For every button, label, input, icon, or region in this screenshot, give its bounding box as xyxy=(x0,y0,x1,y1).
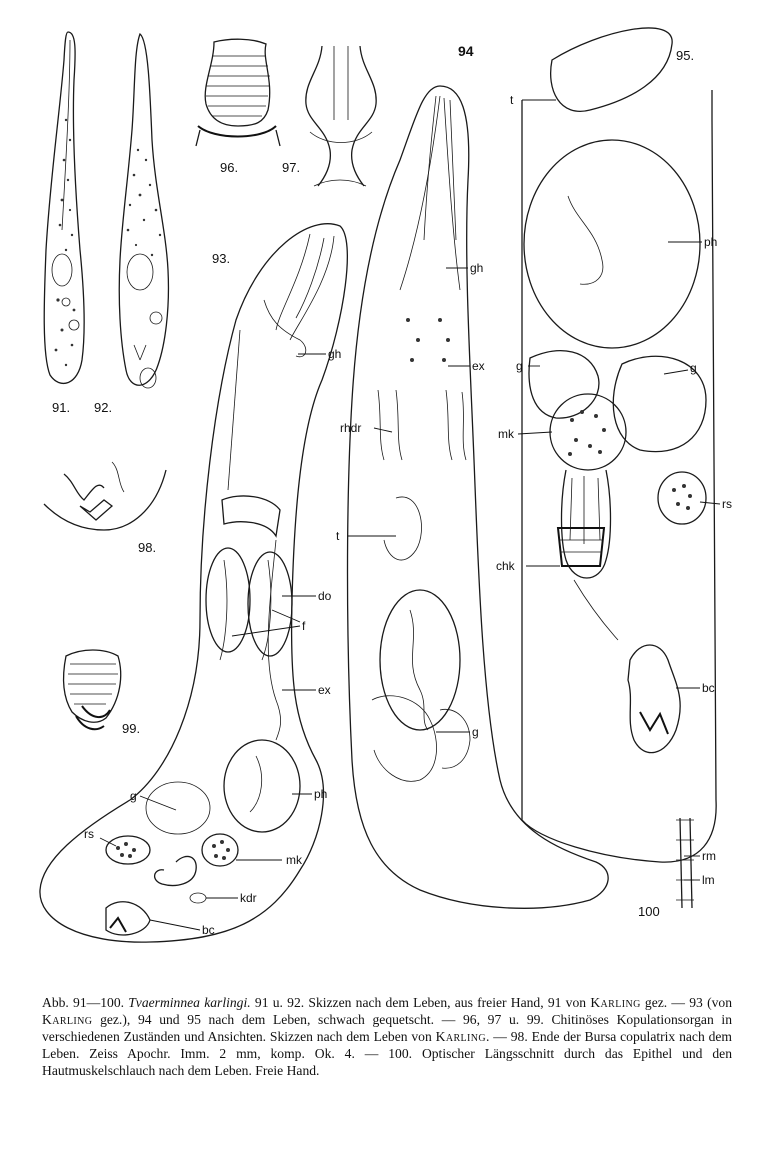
label-95-mk: mk xyxy=(498,427,515,441)
label-93-ph: ph xyxy=(314,787,327,801)
label-93-do: do xyxy=(318,589,332,603)
caption-author-3: Karling xyxy=(435,1029,487,1044)
figure-number-99: 99. xyxy=(122,721,140,736)
caption-author-2: Karling xyxy=(42,1012,93,1027)
label-95-rs: rs xyxy=(722,497,732,511)
figure-number-96: 96. xyxy=(220,160,238,175)
figure-plate: 91. 92. 93. 94 95. 96. 97. 98. 99. 100 g… xyxy=(39,27,732,943)
label-95-ph: ph xyxy=(704,235,717,249)
figure-caption: Abb. 91—100. Tvaerminnea karlingi. 91 u.… xyxy=(42,994,732,1079)
label-94-t: t xyxy=(336,529,340,543)
figure-94-drawing xyxy=(346,85,609,909)
label-95-g-right: g xyxy=(690,361,697,375)
figure-100-drawing xyxy=(676,817,694,909)
label-95-t: t xyxy=(510,93,514,107)
label-94-g: g xyxy=(472,725,479,739)
caption-author-1: Karling xyxy=(590,995,641,1010)
caption-text-3: gez.), 94 und 95 nach dem Leben, schwach… xyxy=(42,1012,732,1044)
figure-number-98: 98. xyxy=(138,540,156,555)
label-93-bc: bc xyxy=(202,923,215,937)
label-93-gh: gh xyxy=(328,347,341,361)
figure-98-drawing xyxy=(43,461,167,531)
figure-number-97: 97. xyxy=(282,160,300,175)
caption-text-2: gez. — 93 (von xyxy=(640,995,732,1010)
figure-96-drawing xyxy=(195,38,281,147)
label-93-rs: rs xyxy=(84,827,94,841)
label-93-g: g xyxy=(130,789,137,803)
figure-number-95: 95. xyxy=(676,48,694,63)
leader-lines xyxy=(99,99,721,931)
caption-text-4: . — 98. Ende der Bursa copulatrix nach d… xyxy=(42,1029,732,1078)
figure-99-drawing xyxy=(62,649,122,731)
figure-97-drawing xyxy=(305,45,377,187)
label-95-chk: chk xyxy=(496,559,516,573)
label-100-lm: lm xyxy=(702,873,715,887)
figure-95-drawing xyxy=(521,27,717,863)
label-93-kdr: kdr xyxy=(240,891,257,905)
figure-92-drawing xyxy=(118,32,170,389)
figure-91-drawing xyxy=(43,31,85,385)
caption-text-1: 91 u. 92. Skizzen nach dem Leben, aus fr… xyxy=(250,995,591,1010)
label-100-rm: rm xyxy=(702,849,716,863)
label-93-rhdr: rhdr xyxy=(340,421,361,435)
figure-93-drawing xyxy=(39,223,348,943)
figure-number-100: 100 xyxy=(638,904,660,919)
label-93-f: f xyxy=(302,619,306,633)
label-93-mk: mk xyxy=(286,853,303,867)
label-95-bc: bc xyxy=(702,681,715,695)
figure-number-93: 93. xyxy=(212,251,230,266)
figure-number-94: 94 xyxy=(458,43,474,59)
label-95-g-left: g xyxy=(516,359,523,373)
label-94-ex: ex xyxy=(472,359,485,373)
label-93-ex: ex xyxy=(318,683,331,697)
caption-species-name: Tvaerminnea karlingi. xyxy=(128,995,251,1010)
label-94-gh: gh xyxy=(470,261,483,275)
figure-number-91: 91. xyxy=(52,400,70,415)
caption-prefix: Abb. 91—100. xyxy=(42,995,129,1010)
figure-number-92: 92. xyxy=(94,400,112,415)
